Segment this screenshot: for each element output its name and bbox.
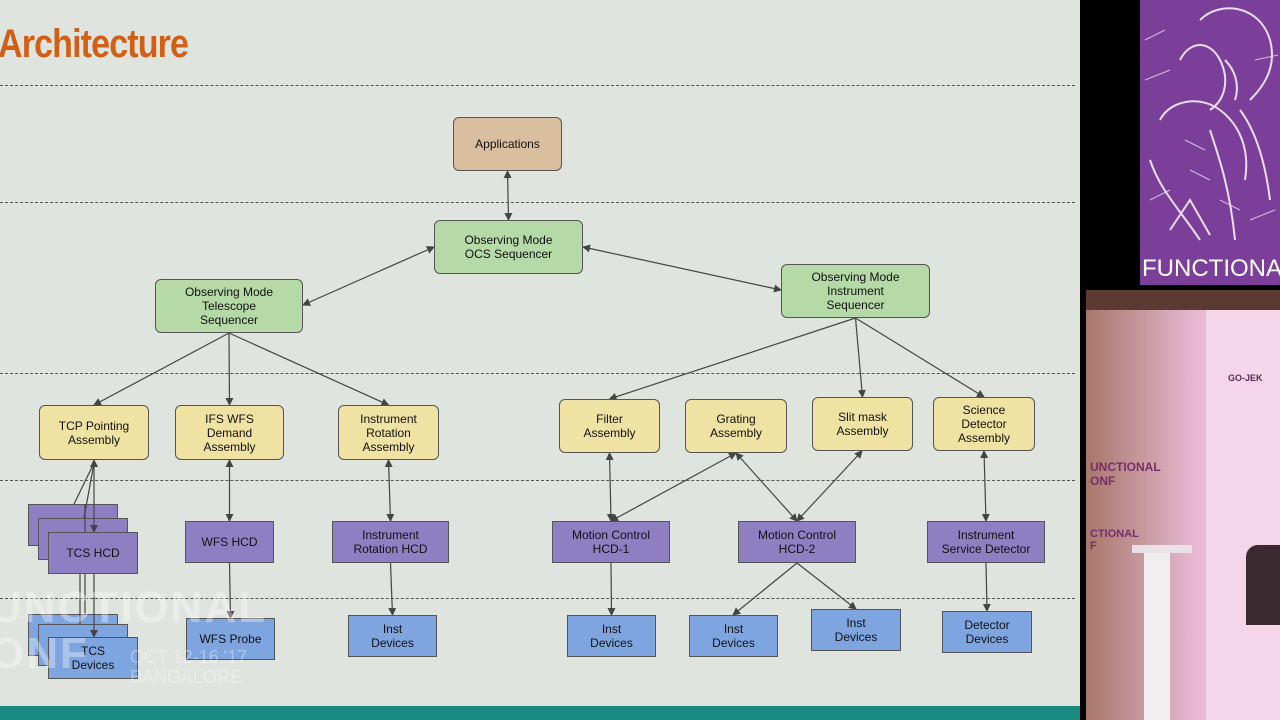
edge-grating-assembly-to-motion-control-hcd-1 [610,452,737,522]
motion-control-hcd-1-node: Motion Control HCD-1 [552,521,670,563]
instrument-service-detector-node: Instrument Service Detector [927,521,1045,563]
inst-devices-1-node: Inst Devices [348,615,437,657]
applications-node: Applications [453,117,562,171]
edge-ocs-sequencer-to-instrument-sequencer [582,244,782,293]
tcs-hcd-node: TCS HCD [48,532,138,574]
sponsor-text: GO-JEK [1228,373,1263,383]
conference-name: FUNCTIONA [1142,255,1280,282]
layer-divider [0,202,1075,203]
podium-top [1132,545,1192,553]
stage-banner-text: UNCTIONAL ONF [1090,460,1161,488]
diagram-connectors [73,170,991,638]
connector-line [73,462,95,505]
slit-mask-assembly-node: Slit mask Assembly [812,397,913,451]
watermark-date: OCT 12-16 '17 BANGALORE [130,647,248,687]
instrument-rotation-hcd-node: Instrument Rotation HCD [332,521,449,563]
edge-instrument-rotation-hcd-to-inst-devices-1 [388,562,397,616]
podium [1144,545,1170,720]
instrument-rotation-assembly-node: Instrument Rotation Assembly [338,405,439,460]
inst-devices-4-node: Inst Devices [811,609,901,651]
edge-instrument-rotation-assembly-to-instrument-rotation-hcd [384,459,395,522]
inst-devices-3-node: Inst Devices [689,615,778,657]
woodcut-illustration [1140,0,1280,250]
layer-divider [0,480,1075,481]
edge-telescope-sequencer-to-ifs-wfs-demand-assembly [225,332,234,406]
instrument-sequencer-node: Observing Mode Instrument Sequencer [781,264,930,318]
edge-ocs-sequencer-to-telescope-sequencer [302,246,435,306]
edge-wfs-hcd-to-wfs-probe [226,562,235,619]
wfs-probe-node: WFS Probe [186,618,275,660]
motion-control-hcd-2-node: Motion Control HCD-2 [738,521,856,563]
layer-divider [0,85,1075,86]
ceiling [1086,290,1280,310]
edge-telescope-sequencer-to-tcp-pointing-assembly [93,332,230,406]
stage-banner-text: CTIONAL F [1090,528,1139,552]
edge-ocs-sequencer-to-applications [503,170,513,221]
speaker-video: UNCTIONAL ONF CTIONAL F GO-JEK [1086,290,1280,720]
tcs-devices-node: TCS Devices [48,637,138,679]
edge-instrument-sequencer-to-science-detector-assembly [855,317,985,398]
edge-motion-control-hcd-1-to-inst-devices-2 [607,562,616,616]
speaker [1246,545,1280,625]
edge-motion-control-hcd-2-to-inst-devices-3 [732,562,798,616]
edge-science-detector-assembly-to-instrument-service-detector [980,450,990,522]
inst-devices-2-node: Inst Devices [567,615,656,657]
ocs-sequencer-node: Observing Mode OCS Sequencer [434,220,583,274]
slide-title: Architecture [0,22,189,66]
telescope-sequencer-node: Observing Mode Telescope Sequencer [155,279,303,333]
science-detector-assembly-node: Science Detector Assembly [933,397,1035,451]
ifs-wfs-demand-assembly-node: IFS WFS Demand Assembly [175,405,284,460]
edge-filter-assembly-to-motion-control-hcd-1 [605,452,615,522]
watermark-brand: UNCTIONAL ONF [0,583,268,678]
wfs-hcd-node: WFS HCD [185,521,274,563]
grating-assembly-node: Grating Assembly [685,399,787,453]
layer-divider [0,373,1075,374]
edge-instrument-sequencer-to-filter-assembly [608,317,856,401]
detector-devices-node: Detector Devices [942,611,1032,653]
edge-instrument-sequencer-to-slit-mask-assembly [854,317,866,398]
slide-footer-bar [0,706,1080,720]
edge-instrument-service-detector-to-detector-devices [982,562,991,612]
connector-line [83,462,95,519]
layer-divider [0,598,1075,599]
edge-grating-assembly-to-motion-control-hcd-2 [735,452,798,522]
tcp-pointing-assembly-node: TCP Pointing Assembly [39,405,149,460]
edge-telescope-sequencer-to-instrument-rotation-assembly [228,332,390,406]
edge-motion-control-hcd-2-to-inst-devices-4 [796,562,857,610]
conference-logo: FUNCTIONA [1140,0,1280,285]
filter-assembly-node: Filter Assembly [559,399,660,453]
stage-banner [1206,310,1280,720]
edge-slit-mask-assembly-to-motion-control-hcd-2 [796,450,863,522]
